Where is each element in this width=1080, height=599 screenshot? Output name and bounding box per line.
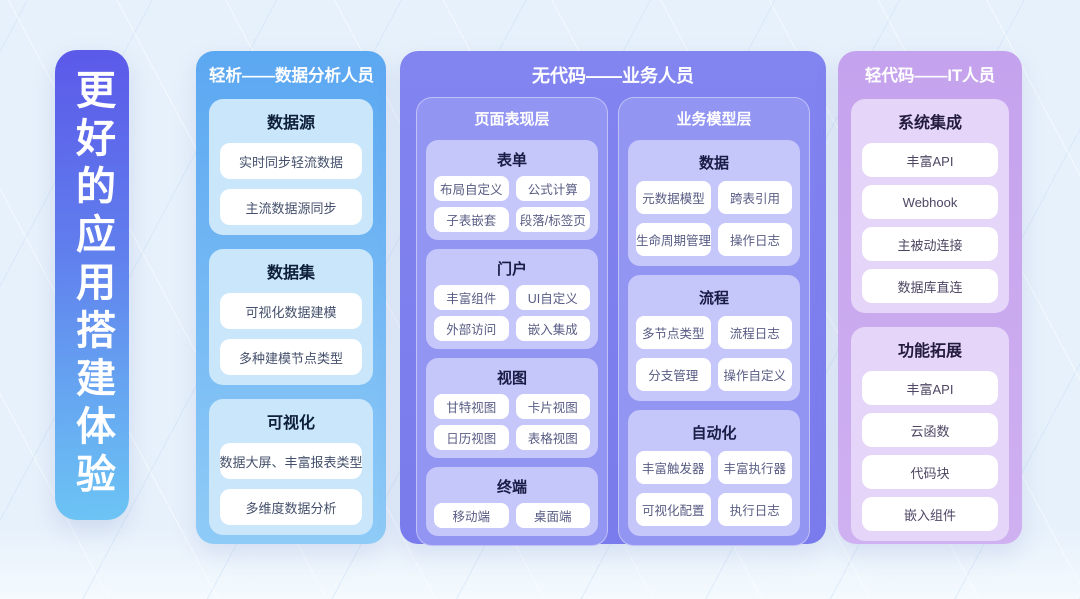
main-title-banner: 更好的应用搭建体验 <box>55 50 129 520</box>
section-title-datasource: 数据源 <box>266 115 315 132</box>
feature-chip: 数据库直连 <box>862 269 998 303</box>
feature-chip: 流程日志 <box>717 315 792 349</box>
section-card-data: 数据 元数据模型 跨表引用 生命周期管理 操作日志 <box>628 140 800 266</box>
feature-chip: 表格视图 <box>515 425 590 450</box>
section-card-integration: 系统集成 丰富API Webhook 主被动连接 数据库直连 <box>851 99 1009 313</box>
panel-nocode-title: 无代码——业务人员 <box>532 66 694 86</box>
feature-chip: 多种建模节点类型 <box>220 339 362 375</box>
section-title-automation: 自动化 <box>691 424 737 442</box>
feature-chip: 多节点类型 <box>636 315 711 349</box>
feature-chip: 实时同步轻流数据 <box>220 143 362 179</box>
section-title-terminal: 终端 <box>496 479 527 496</box>
panel-data-analyst-title: 轻析——数据分析人员 <box>209 67 374 85</box>
chip-grid: 布局自定义 公式计算 子表嵌套 段落/标签页 <box>434 176 590 232</box>
feature-chip: Webhook <box>862 185 998 219</box>
chip-grid: 甘特视图 卡片视图 日历视图 表格视图 <box>434 394 590 450</box>
subpanel-model-layer: 业务模型层 数据 元数据模型 跨表引用 生命周期管理 操作日志 流程 多节点类型… <box>618 97 810 546</box>
section-title-portal: 门户 <box>496 261 527 278</box>
feature-chip: 卡片视图 <box>515 394 590 419</box>
feature-chip: 多维度数据分析 <box>220 489 362 525</box>
section-title-form: 表单 <box>496 152 527 169</box>
feature-chip: 跨表引用 <box>718 180 792 214</box>
section-title-process: 流程 <box>698 289 729 307</box>
feature-chip: 公式计算 <box>515 176 590 201</box>
feature-chip: 甘特视图 <box>434 394 509 419</box>
feature-chip: 丰富API <box>862 143 998 177</box>
feature-chip: 嵌入集成 <box>515 316 590 341</box>
panel-lightcode: 轻代码——IT人员 系统集成 丰富API Webhook 主被动连接 数据库直连… <box>838 51 1022 544</box>
feature-chip: 分支管理 <box>636 357 711 391</box>
feature-chip: 外部访问 <box>434 316 509 341</box>
section-title-visualization: 可视化 <box>266 415 315 432</box>
feature-chip: 云函数 <box>862 413 998 447</box>
chip-grid: 移动端 桌面端 <box>434 503 590 528</box>
panel-nocode: 无代码——业务人员 页面表现层 表单 布局自定义 公式计算 子表嵌套 段落/标签… <box>400 51 826 546</box>
chip-grid: 丰富组件 UI自定义 外部访问 嵌入集成 <box>434 285 590 341</box>
feature-chip: 元数据模型 <box>636 180 712 214</box>
section-title-dataset: 数据集 <box>266 265 315 282</box>
section-card-terminal: 终端 移动端 桌面端 <box>426 467 598 536</box>
section-card-automation: 自动化 丰富触发器 丰富执行器 可视化配置 执行日志 <box>628 410 800 536</box>
feature-chip: 生命周期管理 <box>636 222 712 256</box>
feature-chip: 嵌入组件 <box>862 497 998 531</box>
section-title-views: 视图 <box>496 370 527 387</box>
section-card-form: 表单 布局自定义 公式计算 子表嵌套 段落/标签页 <box>426 140 598 240</box>
subpanel-page-layer: 页面表现层 表单 布局自定义 公式计算 子表嵌套 段落/标签页 门户 丰富组件 … <box>416 97 608 546</box>
feature-chip: 可视化配置 <box>636 492 711 526</box>
feature-chip: 数据大屏、丰富报表类型 <box>220 443 363 479</box>
section-title-data: 数据 <box>698 154 729 172</box>
feature-chip: 丰富触发器 <box>636 450 711 484</box>
section-card-datasource: 数据源 实时同步轻流数据 主流数据源同步 <box>209 99 373 235</box>
feature-chip: UI自定义 <box>515 285 590 310</box>
feature-chip: 子表嵌套 <box>434 207 509 232</box>
feature-chip: 主被动连接 <box>862 227 998 261</box>
section-card-process: 流程 多节点类型 流程日志 分支管理 操作自定义 <box>628 275 800 401</box>
section-card-portal: 门户 丰富组件 UI自定义 外部访问 嵌入集成 <box>426 249 598 349</box>
panel-nocode-body: 页面表现层 表单 布局自定义 公式计算 子表嵌套 段落/标签页 门户 丰富组件 … <box>416 97 810 546</box>
subpanel-page-layer-title: 页面表现层 <box>474 111 550 128</box>
section-card-views: 视图 甘特视图 卡片视图 日历视图 表格视图 <box>426 358 598 458</box>
section-card-dataset: 数据集 可视化数据建模 多种建模节点类型 <box>209 249 373 385</box>
chip-grid: 丰富触发器 丰富执行器 可视化配置 执行日志 <box>636 450 792 526</box>
feature-chip: 移动端 <box>434 503 509 528</box>
feature-chip: 丰富组件 <box>434 285 509 310</box>
section-title-extension: 功能拓展 <box>897 343 962 360</box>
feature-chip: 操作日志 <box>718 222 792 256</box>
subpanel-model-layer-title: 业务模型层 <box>676 111 752 128</box>
panel-lightcode-title: 轻代码——IT人员 <box>864 67 996 85</box>
panel-data-analyst: 轻析——数据分析人员 数据源 实时同步轻流数据 主流数据源同步 数据集 可视化数… <box>196 51 386 544</box>
section-card-extension: 功能拓展 丰富API 云函数 代码块 嵌入组件 <box>851 327 1009 541</box>
chip-grid: 多节点类型 流程日志 分支管理 操作自定义 <box>636 315 792 391</box>
feature-chip: 布局自定义 <box>434 176 509 201</box>
chip-grid: 元数据模型 跨表引用 生命周期管理 操作日志 <box>636 180 792 256</box>
feature-chip: 丰富API <box>862 371 998 405</box>
feature-chip: 丰富执行器 <box>717 450 792 484</box>
panel-lightcode-body: 系统集成 丰富API Webhook 主被动连接 数据库直连 功能拓展 丰富AP… <box>851 99 1009 541</box>
section-title-integration: 系统集成 <box>897 115 962 132</box>
feature-chip: 段落/标签页 <box>515 207 590 232</box>
feature-chip: 代码块 <box>862 455 998 489</box>
feature-chip: 主流数据源同步 <box>220 189 362 225</box>
feature-chip: 执行日志 <box>717 492 792 526</box>
section-card-visualization: 可视化 数据大屏、丰富报表类型 多维度数据分析 <box>209 399 373 535</box>
main-title: 更好的应用搭建体验 <box>70 69 114 501</box>
feature-chip: 桌面端 <box>515 503 590 528</box>
feature-chip: 可视化数据建模 <box>220 293 362 329</box>
panel-data-analyst-body: 数据源 实时同步轻流数据 主流数据源同步 数据集 可视化数据建模 多种建模节点类… <box>209 99 373 535</box>
feature-chip: 操作自定义 <box>717 357 792 391</box>
feature-chip: 日历视图 <box>434 425 509 450</box>
